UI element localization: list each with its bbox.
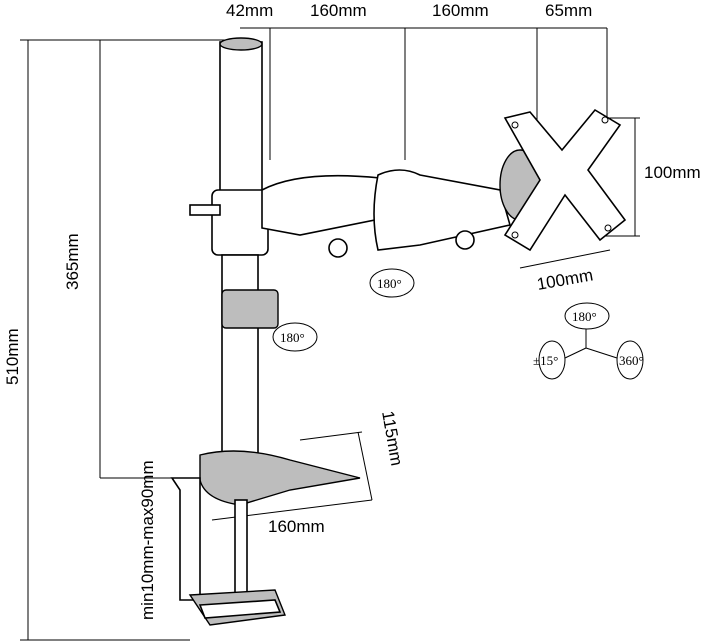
- dim-arm-height: 365mm: [63, 233, 82, 290]
- dim-pole-offset: 42mm: [226, 1, 273, 20]
- dim-arm1: 160mm: [310, 1, 367, 20]
- rotation-indicators: [272, 268, 644, 380]
- base-clamp: [170, 450, 361, 626]
- dim-arm2: 160mm: [432, 1, 489, 20]
- pole: [211, 37, 279, 456]
- dim-vesa-width: 100mm: [535, 265, 594, 294]
- arm-segment-2: [373, 169, 512, 251]
- vesa-plate: [499, 108, 627, 252]
- dim-vesa-height: 100mm: [644, 163, 701, 182]
- rotation-tilt: ±15°: [533, 353, 558, 368]
- rotation-arm-joint: 180°: [377, 276, 402, 291]
- dim-total-height: 510mm: [3, 328, 22, 385]
- dim-base-width: 160mm: [268, 517, 325, 536]
- dimension-lines: [20, 27, 640, 641]
- dim-base-depth: 115mm: [378, 409, 406, 467]
- rotation-swivel: 180°: [572, 309, 597, 324]
- dim-clamp-range: min10mm-max90mm: [138, 460, 157, 620]
- rotation-pole: 180°: [280, 330, 305, 345]
- rotation-rotate: 360°: [619, 353, 644, 368]
- dim-head: 65mm: [545, 1, 592, 20]
